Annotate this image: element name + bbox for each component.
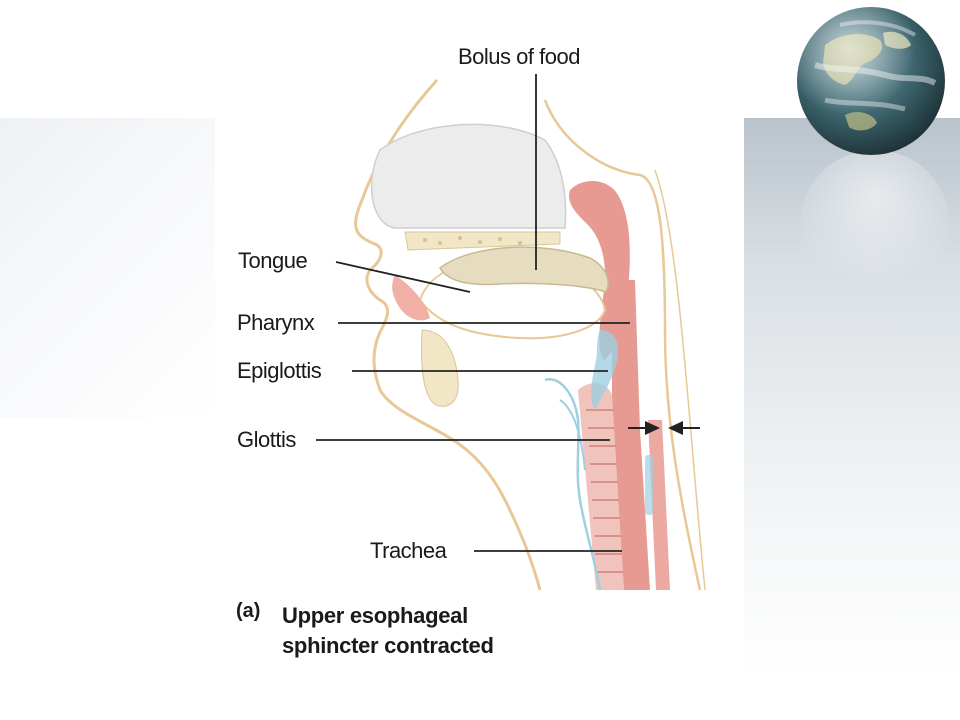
figure-caption: Upper esophageal sphincter contracted [282,601,494,661]
panel-letter: (a) [236,600,261,622]
hard-palate [404,231,561,251]
neck-outline [543,99,702,591]
leader-tongue [335,261,471,293]
label-bolus-of-food: Bolus of food [458,44,580,69]
globe-reflection [800,150,950,300]
globe-icon [797,7,945,155]
trachea-tube [578,383,624,590]
label-pharynx: Pharynx [237,310,315,335]
epiglottis [591,330,619,410]
bolus-of-food [439,246,609,293]
esophagus [612,280,650,590]
mandible [421,329,459,407]
slide-band-left [0,118,215,418]
swallowing-diagram [316,74,706,591]
larynx-cartilage [544,377,602,591]
contraction-arrows-icon [628,421,700,435]
nasal-cavity [370,123,567,229]
caption-line-1: Upper esophageal [282,603,468,628]
caption-line-2: sphincter contracted [282,633,494,658]
label-tongue: Tongue [238,248,308,273]
label-glottis: Glottis [237,427,296,452]
label-epiglottis: Epiglottis [237,358,322,383]
face-outline [354,78,542,591]
label-trachea: Trachea [370,538,447,563]
